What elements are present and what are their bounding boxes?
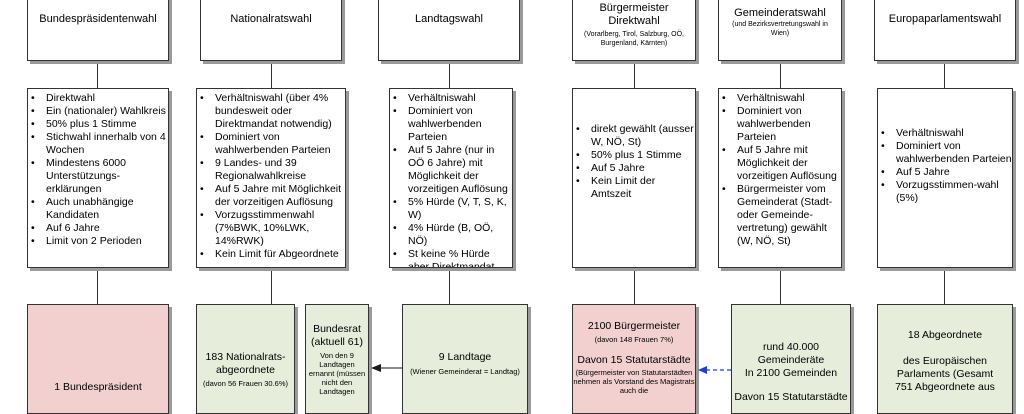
info-list-item: Auf 5 Jahre (nur in OÖ 6 Jahre) mit Mögl… <box>390 144 512 196</box>
title-landtagswahl: Landtagswahl <box>378 0 520 61</box>
result-bundesrat: Bundesrat (aktuell 61) Von den 9 Landtag… <box>305 304 369 414</box>
info-list: DirektwahlEin (nationaler) Wahlkreis50% … <box>28 92 168 248</box>
info-list-item: Auch unabhängige Kandidaten <box>28 196 168 222</box>
info-list-item: Dominiert von wahlwerbenden Parteien <box>197 131 345 157</box>
info-box-europaparlamentswahl: VerhältniswahlDominiert von wahlwerbende… <box>877 88 1013 268</box>
result-statutarstaedte: Davon 15 Statutarstädte <box>577 354 691 366</box>
result-nationalrat: 183 Nationalrats-abgeordnete (davon 56 F… <box>196 304 295 414</box>
info-list-item: 5% Hürde (V, T, S, K, W) <box>390 196 512 222</box>
info-list: Verhältniswahl (über 4% bundesweit oder … <box>197 92 345 261</box>
result-eu-parlament: des Europäischen Parlaments (Gesamt 751 … <box>895 355 995 393</box>
arrow-landtage-to-bundesrat <box>371 364 402 372</box>
info-list-item: Vorzugsstimmenwahl (7%BWK, 10%LWK, 14%RW… <box>197 209 345 248</box>
result-eu-abgeordnete: 18 Abgeordnete des Europäischen Parlamen… <box>877 304 1013 414</box>
info-list-item: St keine % Hürde aber Direktmandat <box>390 248 512 267</box>
title-buergermeister-direktwahl: Bürgermeister Direktwahl (Vorarlberg, Ti… <box>572 0 696 61</box>
result-main: Bundesrat (aktuell 61) <box>311 323 363 348</box>
result-buergermeister: 2100 Bürgermeister (davon 148 Frauen 7%)… <box>572 304 696 414</box>
result-main: 183 Nationalrats-abgeordnete <box>205 351 286 376</box>
info-list-item: Auf 5 Jahre mit Möglichkeit der vorzeiti… <box>197 183 345 209</box>
info-box-landtagswahl: VerhältniswahlDominiert von wahlwerbende… <box>389 88 513 268</box>
info-box-nationalratswahl: Verhältniswahl (über 4% bundesweit oder … <box>196 88 346 268</box>
info-list-item: Direktwahl <box>28 92 168 105</box>
info-list-item: Kein Limit für Abgeordnete <box>197 248 345 261</box>
result-sub: (davon 148 Frauen 7%) <box>594 335 674 344</box>
info-list-item: Stichwahl innerhalb von 4 Wochen <box>28 131 168 157</box>
info-list-item: Verhältniswahl <box>390 92 512 105</box>
title-label: Landtagswahl <box>415 13 483 25</box>
info-list: VerhältniswahlDominiert von wahlwerbende… <box>390 92 512 267</box>
title-sublabel: (Vorarlberg, Tirol, Salzburg, OÖ, Burgen… <box>584 31 684 47</box>
title-label: Europaparlamentswahl <box>888 13 1002 25</box>
result-main: 1 Bundespräsident <box>54 381 142 393</box>
info-list-item: Kein Limit der Amtszeit <box>573 175 695 201</box>
result-sub-statutarstaedte: (Bürgermeister von Statutarstädten nehme… <box>573 368 695 395</box>
info-list: VerhältniswahlDominiert von wahlwerbende… <box>878 127 1012 205</box>
info-list-item: Auf 5 Jahre <box>878 166 1012 179</box>
info-list-item: Bürgermeister vom Gemeinderat (Stadt- od… <box>719 183 841 248</box>
result-gemeinderaete: rund 40.000 Gemeinderäte In 2100 Gemeind… <box>731 304 851 414</box>
info-list: direkt gewählt (ausser W, NÖ, St) 50% pl… <box>573 123 695 201</box>
info-list-item: Verhältniswahl <box>878 127 1012 140</box>
info-list-item: Ein (nationaler) Wahlkreis <box>28 105 168 118</box>
info-list: VerhältniswahlDominiert von wahlwerbende… <box>719 92 841 248</box>
info-list-item: Limit von 2 Perioden <box>28 235 168 248</box>
title-label-line1: Bürgermeister <box>599 2 669 14</box>
title-label: Bundespräsidentenwahl <box>39 13 157 25</box>
info-list-item: Auf 5 Jahre <box>573 162 695 175</box>
info-box-buergermeister: direkt gewählt (ausser W, NÖ, St) 50% pl… <box>572 88 696 268</box>
result-sub: (Wiener Gemeinderat = Landtag) <box>410 367 520 376</box>
title-europaparlamentswahl: Europaparlamentswahl <box>874 0 1016 61</box>
info-list-item: Auf 6 Jahre <box>28 222 168 235</box>
info-list-item: Dominiert von wahlwerbenden Parteien <box>390 105 512 144</box>
result-main: rund 40.000 Gemeinderäte <box>757 341 825 366</box>
result-main: 2100 Bürgermeister <box>587 320 681 332</box>
info-list-item: Verhältniswahl (über 4% bundesweit oder … <box>197 92 345 131</box>
result-sub: (davon 56 Frauen 30.6%) <box>202 379 289 388</box>
info-list-item: Dominiert von wahlwerbenden Parteien <box>878 140 1012 166</box>
result-bundespraesident: 1 Bundespräsident <box>27 304 169 414</box>
result-main: 18 Abgeordnete <box>907 329 983 341</box>
info-box-gemeinderatswahl: VerhältniswahlDominiert von wahlwerbende… <box>718 88 842 268</box>
info-list-item: 9 Landes- und 39 Regionalwahlkreise <box>197 157 345 183</box>
info-list-item: 4% Hürde (B, OÖ, NÖ) <box>390 222 512 248</box>
title-bundespraesidentenwahl: Bundespräsidentenwahl <box>27 0 169 61</box>
info-list-item: Dominiert von wahlwerbenden Parteien <box>719 105 841 144</box>
info-list-item: Auf 5 Jahre mit Möglichkeit der vorzeiti… <box>719 144 841 183</box>
info-list-item: direkt gewählt (ausser W, NÖ, St) <box>573 123 695 149</box>
result-sub: Von den 9 Landtagen ernannt (müssen nich… <box>308 351 366 396</box>
title-nationalratswahl: Nationalratswahl <box>200 0 342 61</box>
info-list-item: Vorzugsstimmen-wahl (5%) <box>878 179 1012 205</box>
title-label: Nationalratswahl <box>230 13 312 25</box>
result-main: 9 Landtage <box>438 351 492 363</box>
title-label-line2: Direktwahl <box>608 15 660 27</box>
info-list-item: 50% plus 1 Stimme <box>28 118 168 131</box>
title-sublabel: (und Bezirksvertretungswahl in Wien) <box>732 21 828 37</box>
title-label: Gemeinderatswahl <box>734 7 826 19</box>
info-box-bundespraesidentenwahl: DirektwahlEin (nationaler) Wahlkreis50% … <box>27 88 169 268</box>
result-landtage: 9 Landtage (Wiener Gemeinderat = Landtag… <box>402 304 528 414</box>
title-gemeinderatswahl: Gemeinderatswahl (und Bezirksvertretungs… <box>718 0 842 61</box>
info-list-item: Verhältniswahl <box>719 92 841 105</box>
result-gemeinden: In 2100 Gemeinden <box>744 367 838 379</box>
info-list-item: 50% plus 1 Stimme <box>573 149 695 162</box>
info-list-item: Mindestens 6000 Unterstützungs-erklärung… <box>28 157 168 196</box>
dashed-arrow-gemeinderat-to-buergermeister <box>698 366 731 374</box>
